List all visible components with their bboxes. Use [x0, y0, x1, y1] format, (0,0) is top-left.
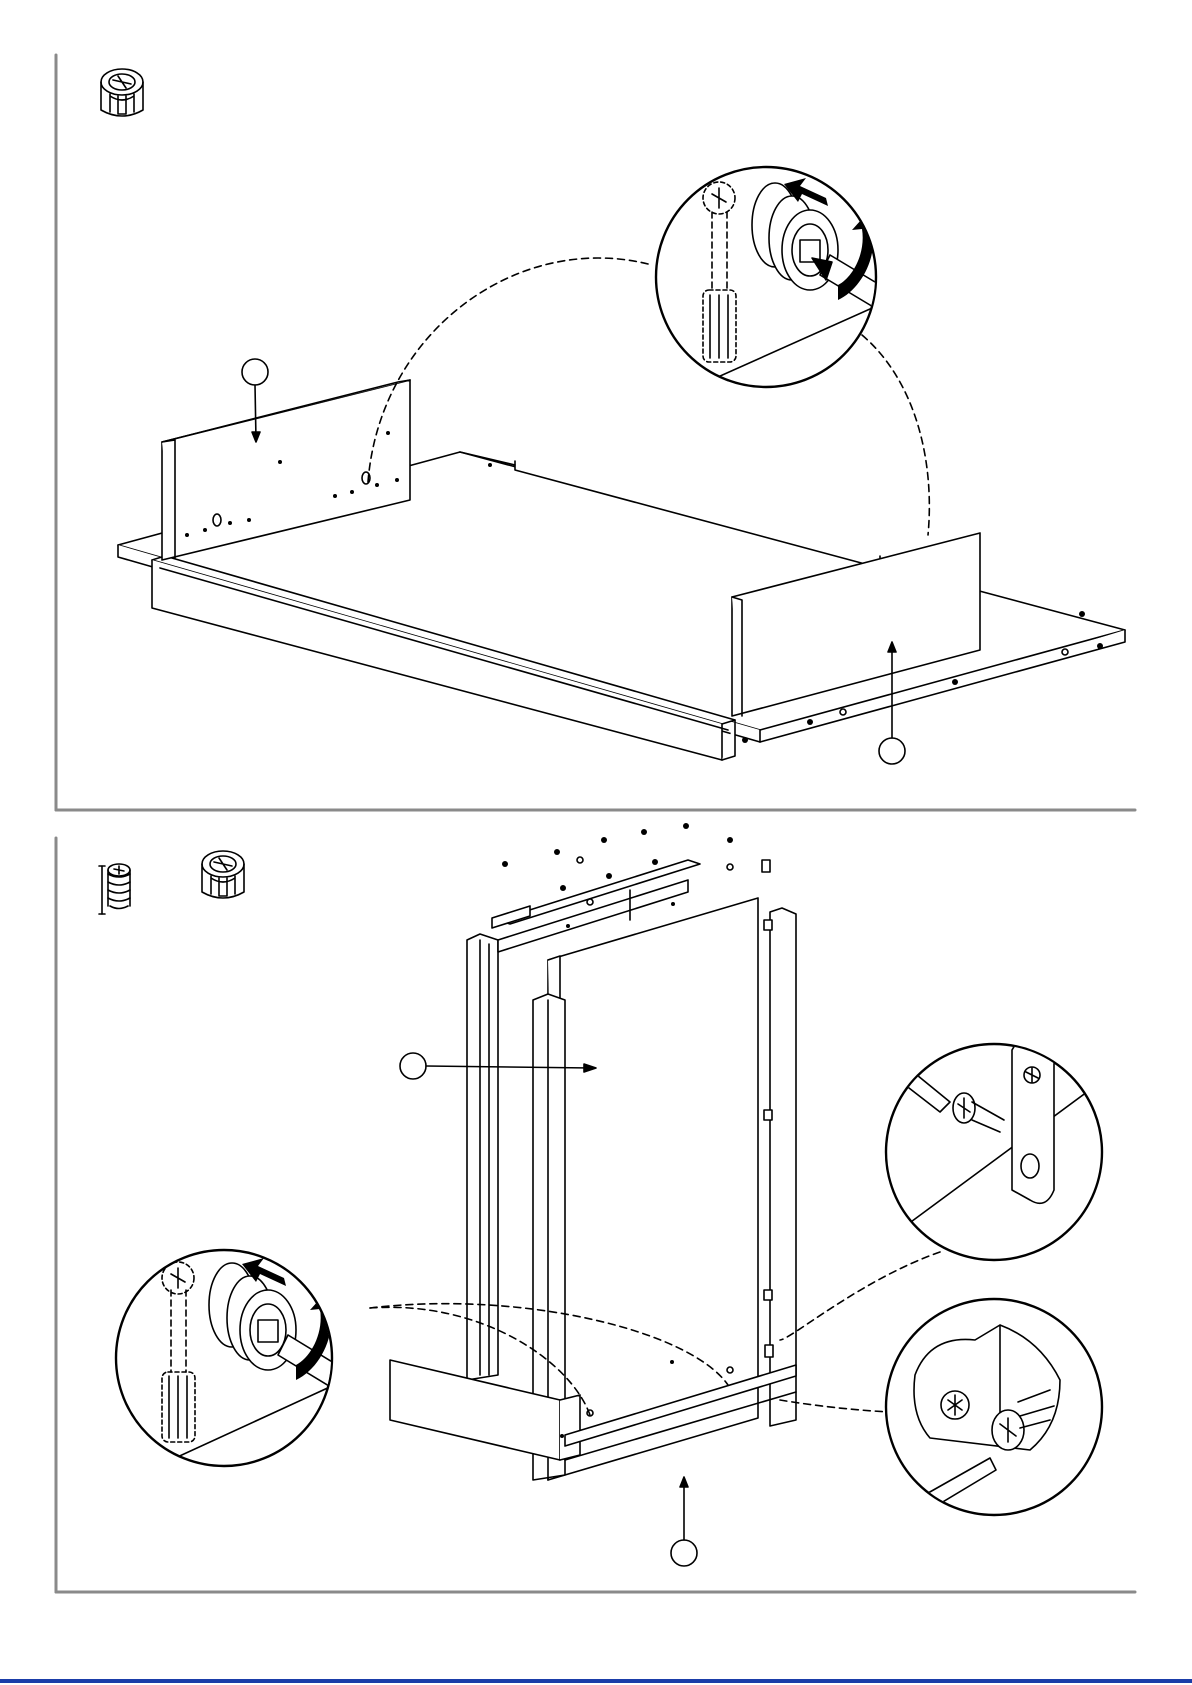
- page-footer-rule: [0, 1679, 1192, 1683]
- cam-lock-tightening-detail: [116, 1250, 362, 1466]
- assembly-step-1: [0, 0, 1192, 820]
- mounting-plate: [1012, 1040, 1054, 1204]
- cam-lock-tightening-detail: [656, 167, 905, 387]
- corner-bracket-screw-detail: [886, 1299, 1102, 1524]
- assembly-step-2: [0, 820, 1192, 1610]
- cam-lock-icon: [202, 851, 244, 898]
- cabinet-carcass: [390, 860, 796, 1480]
- callout-marker-2: [671, 1477, 697, 1566]
- cam-lock-icon: [101, 69, 143, 116]
- hinge-plate-screw-detail: [860, 1035, 1110, 1260]
- screw-icon: [99, 864, 130, 914]
